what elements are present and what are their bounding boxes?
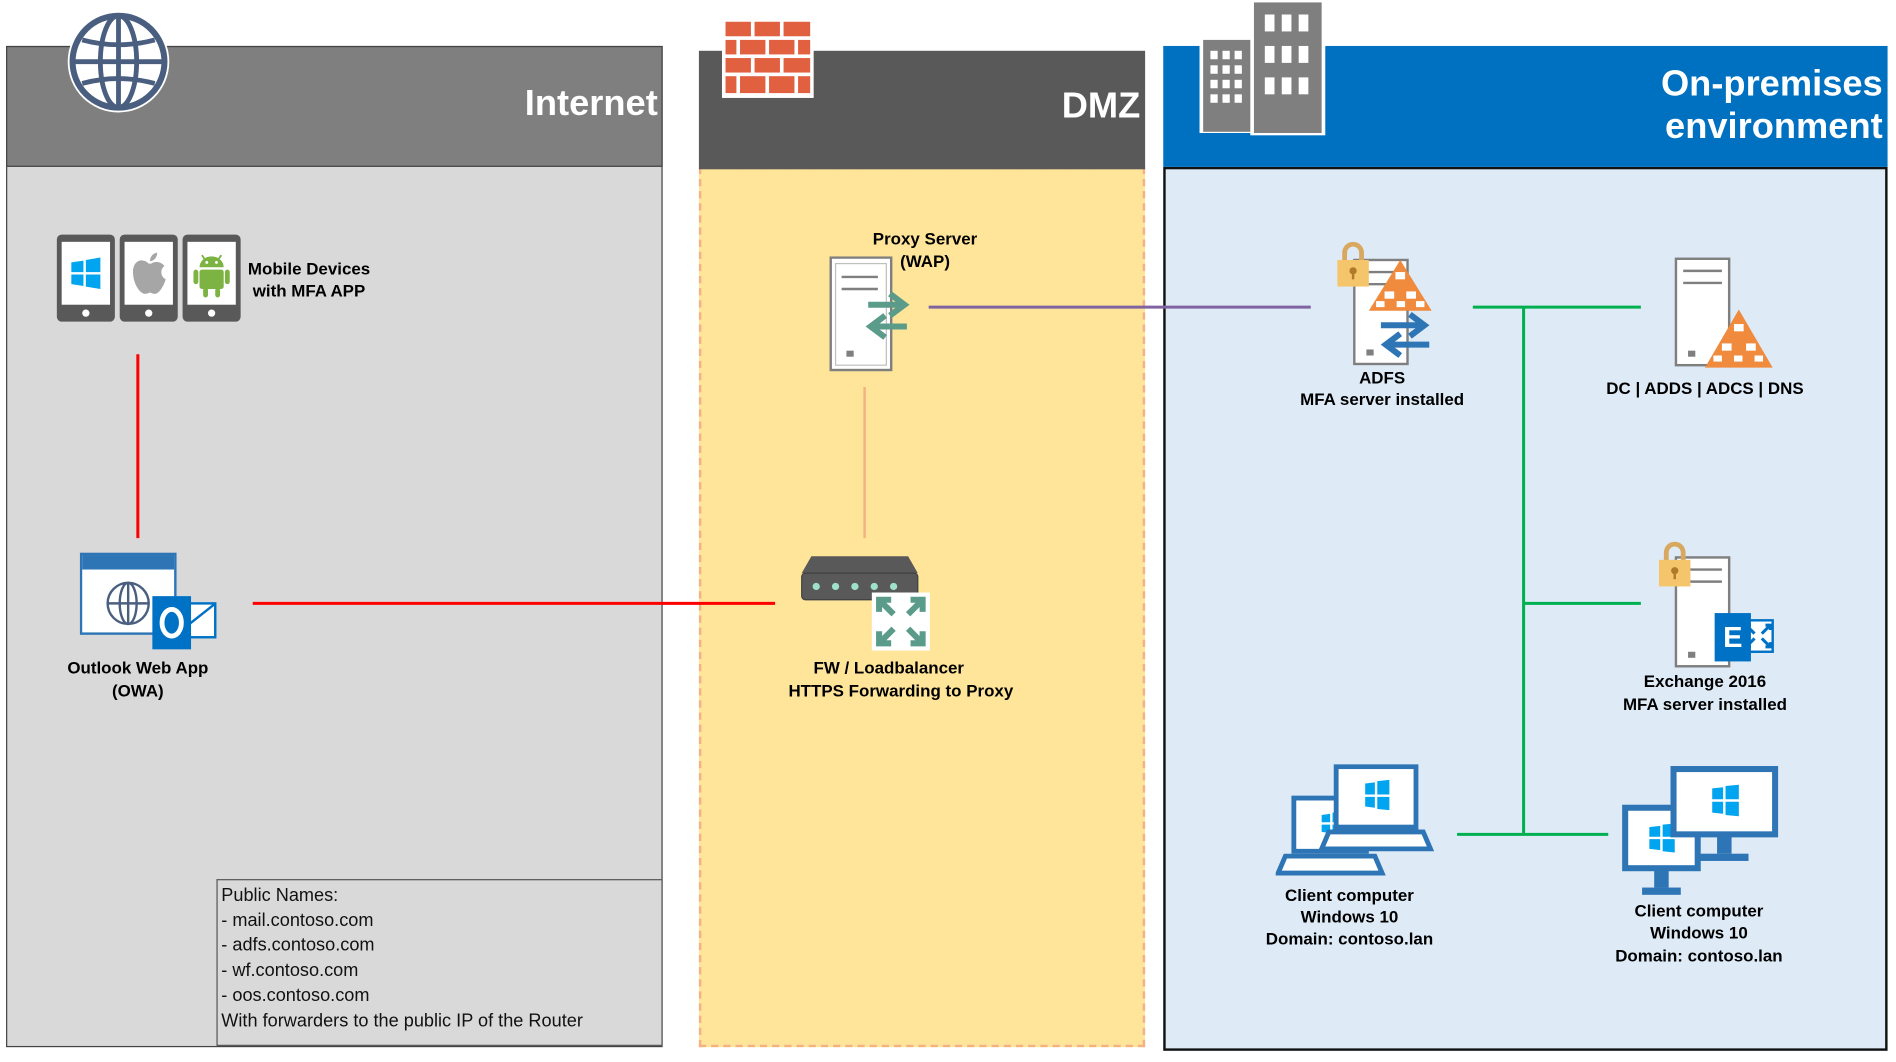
exchange-server-icon: E	[1659, 541, 1774, 668]
dmz-title: DMZ	[1061, 85, 1141, 126]
public-names-heading: Public Names:	[221, 885, 339, 906]
globe-icon	[67, 10, 170, 113]
client2-label-line3: Domain: contoso.lan	[1615, 945, 1783, 965]
mobile-devices-icon	[56, 234, 241, 322]
proxy-server-icon	[829, 256, 910, 372]
buildings-icon	[1199, 0, 1326, 136]
public-name-item: - adfs.contoso.com	[221, 935, 375, 956]
client1-label-line2: Windows 10	[1300, 906, 1399, 927]
client2-label-line2: Windows 10	[1650, 922, 1748, 942]
adfs-label-line1: ADFS	[1359, 367, 1406, 387]
proxy-label-line2: (WAP)	[900, 251, 950, 271]
public-name-item: - mail.contoso.com	[221, 910, 374, 931]
owa-icon	[79, 552, 217, 650]
exchange-label-line2: MFA server installed	[1622, 694, 1787, 714]
public-names-box: Public Names: - mail.contoso.com - adfs.…	[216, 879, 663, 1046]
owa-label-line2: (OWA)	[111, 680, 164, 701]
dc-label-line1: DC | ADDS | ADCS | DNS	[1606, 378, 1804, 398]
client-desktops-icon	[1622, 766, 1779, 895]
loadbalancer-icon	[801, 556, 930, 651]
internet-title: Internet	[524, 83, 658, 124]
client2-label-line1: Client computer	[1634, 900, 1764, 921]
client1-label-line1: Client computer	[1285, 885, 1414, 905]
public-names-footer: With forwarders to the public IP of the …	[221, 1010, 583, 1031]
proxy-label-line1: Proxy Server	[872, 228, 978, 248]
fw-label-line2: HTTPS Forwarding to Proxy	[788, 680, 1014, 701]
dc-server-icon	[1674, 257, 1773, 368]
exchange-label-line1: Exchange 2016	[1643, 671, 1767, 691]
public-name-item: - wf.contoso.com	[221, 960, 359, 981]
svg-text:E: E	[1723, 622, 1742, 654]
owa-label-line1: Outlook Web App	[67, 657, 209, 678]
onprem-title-line1: On-premises	[1660, 64, 1883, 104]
public-name-item: - oos.contoso.com	[221, 985, 370, 1006]
onprem-zone	[1163, 166, 1888, 1051]
adfs-label-line2: MFA server installed	[1300, 389, 1465, 409]
firewall-brick-icon	[721, 18, 814, 98]
mobile-label-line2: with MFA APP	[252, 280, 366, 300]
client1-label-line3: Domain: contoso.lan	[1265, 928, 1434, 949]
mobile-label-line1: Mobile Devices	[247, 258, 371, 279]
adfs-server-icon	[1337, 241, 1432, 366]
client-laptops-icon	[1275, 764, 1435, 876]
fw-label-line1: FW / Loadbalancer	[813, 657, 965, 678]
onprem-title-line2: environment	[1665, 106, 1883, 147]
